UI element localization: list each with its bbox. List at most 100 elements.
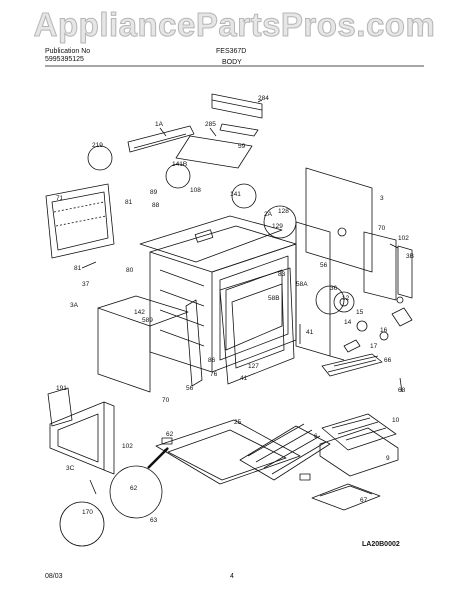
callout-81-lower: 81	[74, 265, 82, 272]
top-trim	[219, 123, 259, 137]
callout-14: 14	[344, 319, 352, 326]
callout-68: 68	[398, 387, 406, 394]
rear-brace	[127, 125, 195, 153]
callout-58b: 58B	[268, 295, 280, 302]
callout-108: 108	[190, 187, 201, 194]
detail-circle-141b	[165, 163, 191, 189]
callout-36: 36	[330, 285, 338, 292]
detail-circle-141	[231, 183, 257, 209]
callout-141b: 141B	[172, 161, 187, 168]
arrow-62	[147, 447, 169, 469]
footer-date: 08/03	[45, 573, 63, 580]
callout-285: 285	[205, 121, 216, 128]
callout-3: 3	[380, 195, 384, 202]
bake-element	[311, 483, 381, 511]
broiler-pan-insert	[321, 413, 397, 451]
callout-88: 88	[152, 202, 160, 209]
callout-128: 128	[278, 208, 289, 215]
callout-284: 284	[258, 95, 269, 102]
section-title: BODY	[222, 59, 242, 66]
callout-58a: 58A	[296, 281, 308, 288]
callout-62-upper: 62	[166, 431, 174, 438]
callout-56-right: 56	[320, 262, 328, 269]
rear-bracket	[397, 245, 413, 299]
callout-25: 25	[234, 419, 242, 426]
back-panel	[305, 167, 373, 273]
callout-129: 129	[272, 223, 283, 230]
top-rear-panel	[211, 93, 263, 119]
callout-70-lower: 70	[162, 397, 170, 404]
callout-89: 89	[150, 189, 158, 196]
callout-2a: 2A	[264, 211, 273, 218]
callout-102-lower: 102	[122, 443, 133, 450]
callout-9: 9	[386, 455, 390, 462]
broil-element	[321, 353, 383, 377]
watermark: AppliancePartsPros.com	[33, 6, 436, 44]
callout-3b: 3B	[406, 253, 414, 260]
callout-66: 66	[384, 357, 392, 364]
broiler-pan	[319, 427, 399, 477]
callout-83: 83	[278, 271, 286, 278]
detail-circle-219	[87, 145, 113, 171]
callout-102-right: 102	[398, 235, 409, 242]
callout-127: 127	[248, 363, 259, 370]
lower-side-panel	[97, 307, 151, 393]
callout-41-lower: 41	[240, 375, 248, 382]
detail-circle-12	[315, 285, 345, 315]
switch-62	[161, 437, 173, 445]
callout-71: 71	[56, 195, 64, 202]
callout-62-lower: 62	[130, 485, 138, 492]
top-insulation	[175, 135, 253, 169]
oven-cavity	[219, 255, 289, 361]
left-side-panel	[45, 183, 115, 259]
detail-circle-170	[59, 501, 105, 547]
lower-bracket	[47, 387, 73, 427]
callout-12: 12	[342, 295, 350, 302]
publication-number: 5995395125	[45, 56, 84, 63]
callout-141: 141	[230, 191, 241, 198]
callout-37: 37	[82, 281, 90, 288]
callout-70-right: 70	[378, 225, 386, 232]
callout-589: 589	[142, 317, 153, 324]
body-front-face	[211, 243, 297, 373]
callout-16: 16	[380, 327, 388, 334]
callout-6: 6	[314, 433, 318, 440]
detail-circle-62	[109, 465, 163, 519]
callout-56-lower: 56	[186, 385, 194, 392]
top-cover-plate	[139, 215, 283, 263]
callout-41-right: 41	[306, 329, 314, 336]
callout-81-upper: 81	[125, 199, 133, 206]
callout-1a: 1A	[155, 121, 164, 128]
detail-circle-128	[263, 205, 297, 239]
callout-86: 86	[208, 357, 216, 364]
callout-3a: 3A	[70, 302, 79, 309]
fan-cover	[391, 307, 413, 327]
callout-labels: 284 1A 285 59 219 141B 89 88 108 141 2A …	[56, 95, 414, 524]
callout-170: 170	[82, 509, 93, 516]
callout-219: 219	[92, 142, 103, 149]
oven-rack	[239, 425, 331, 481]
callout-3c: 3C	[66, 465, 75, 472]
callout-15: 15	[356, 309, 364, 316]
right-side-panel	[363, 231, 397, 301]
callout-76: 76	[210, 371, 218, 378]
front-trim-left	[185, 299, 203, 387]
model-number: FES367D	[216, 48, 247, 55]
callout-63: 63	[150, 517, 158, 524]
drawing-code: LA20B0002	[362, 541, 400, 548]
front-frame	[219, 267, 295, 385]
body-left-face	[149, 252, 213, 373]
callout-191: 191	[56, 385, 67, 392]
callout-67: 67	[360, 497, 368, 504]
callout-142: 142	[134, 309, 145, 316]
convection-fan	[333, 291, 355, 313]
callout-17: 17	[370, 343, 378, 350]
fan-motor	[356, 320, 368, 332]
callout-10: 10	[392, 417, 400, 424]
footer-page-number: 4	[230, 573, 234, 580]
oven-bottom	[155, 419, 301, 485]
publication-label: Publication No	[45, 48, 91, 55]
callout-59: 59	[238, 143, 246, 150]
callout-80: 80	[126, 267, 134, 274]
